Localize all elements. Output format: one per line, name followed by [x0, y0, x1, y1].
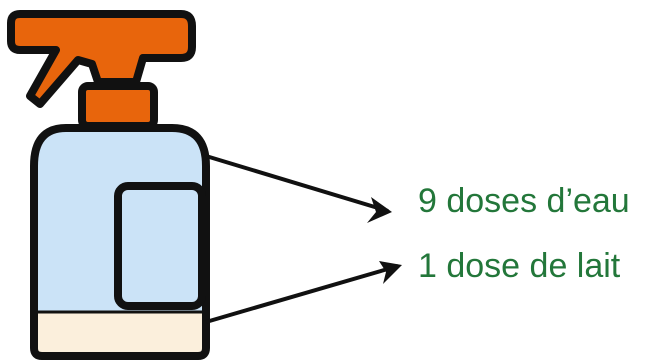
bottle-outline	[30, 124, 210, 360]
sprayer-head	[7, 10, 196, 108]
milk-fill	[34, 312, 206, 356]
bottle-label-panel	[114, 182, 206, 310]
arrow-to-water	[205, 154, 392, 223]
water-dose-label: 9 doses d’eau	[418, 182, 630, 220]
sprayer-neck	[78, 82, 158, 130]
arrow-to-milk	[205, 261, 402, 324]
milk-dose-label: 1 dose de lait	[418, 247, 621, 285]
